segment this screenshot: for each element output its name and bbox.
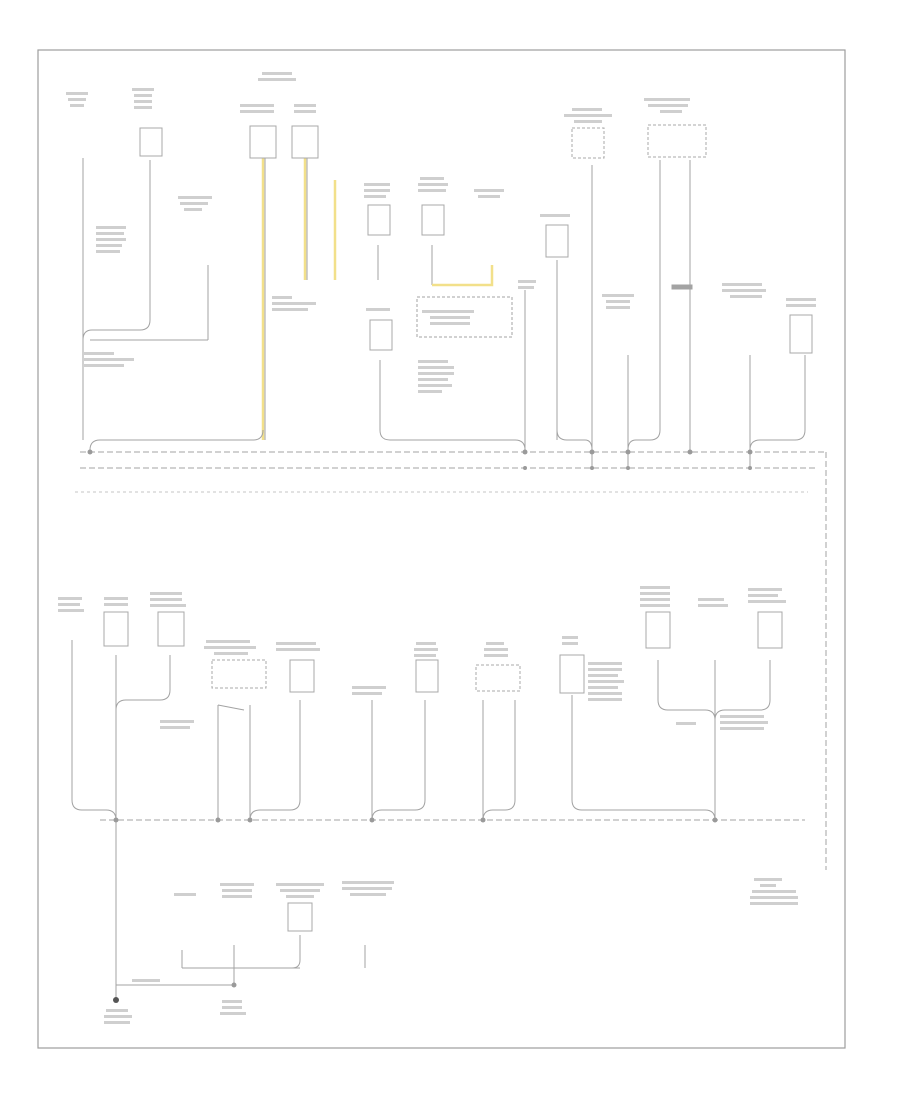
component-box — [415, 659, 439, 693]
wire-b-bend-6 — [571, 799, 716, 821]
top-components — [139, 124, 813, 354]
switch-symbol — [217, 704, 245, 711]
bottom-section — [71, 640, 805, 1000]
component-box — [367, 204, 391, 236]
diagram-frame — [37, 49, 846, 1049]
wire-c-bend — [379, 429, 526, 451]
top-splices — [87, 449, 753, 470]
component-box — [289, 659, 315, 693]
component-box — [421, 204, 445, 236]
component-box-dashed — [211, 659, 267, 689]
top-label-marks — [66, 72, 816, 393]
component-box — [789, 314, 813, 354]
bottom-components — [103, 611, 783, 932]
wire-b-bend-1 — [71, 799, 117, 821]
wire-b-bend-4 — [371, 799, 426, 821]
component-box — [287, 902, 313, 932]
wire-b-bend-2 — [115, 689, 171, 711]
wire-b-bend-5 — [482, 799, 516, 821]
component-box-dashed — [475, 664, 521, 692]
wire-tl-bend — [82, 319, 151, 341]
wire-c-hl — [432, 265, 494, 287]
component-box — [249, 125, 277, 159]
wire-r-bend-2 — [627, 429, 661, 451]
component-box — [369, 319, 393, 351]
component-box — [757, 611, 783, 649]
component-box-dashed — [647, 124, 707, 158]
wire-g-bend — [291, 959, 301, 969]
top-section — [75, 158, 827, 870]
component-box — [545, 224, 569, 258]
bottom-label-marks — [58, 586, 798, 1024]
component-box-dashed — [571, 127, 605, 159]
component-box — [103, 611, 129, 647]
wire-b-bend-3 — [249, 799, 301, 821]
wire-r-bend-1 — [556, 429, 593, 451]
component-box — [139, 127, 163, 157]
component-box — [291, 125, 319, 159]
sensor-box — [416, 296, 513, 338]
wire-b-bend-7 — [657, 699, 716, 721]
wire-r-bend-3 — [749, 429, 806, 451]
component-box — [157, 611, 185, 647]
component-box — [645, 611, 671, 649]
bottom-splices — [113, 817, 718, 988]
wire-b-bend-8 — [714, 699, 771, 721]
wire-tc-bend — [89, 429, 264, 451]
ground-node — [113, 997, 119, 1003]
component-box — [559, 654, 585, 694]
wire-r-5-block — [671, 284, 693, 290]
